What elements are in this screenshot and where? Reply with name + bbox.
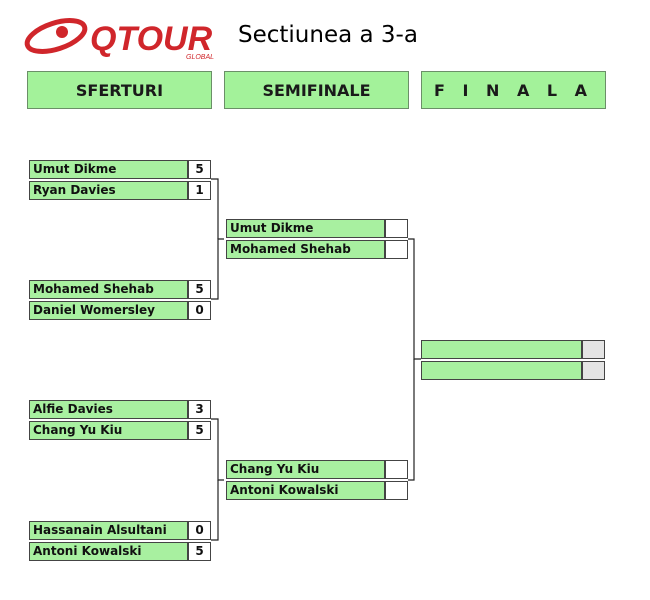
connector-qf2 [211,238,224,300]
qf1-player1-name: Umut Dikme [29,160,188,179]
round-header-semifinals: SEMIFINALE [224,71,409,109]
logo-swoosh-icon [24,18,88,54]
final-player2-score [582,361,605,380]
qf4-player1-score: 0 [188,521,211,540]
qf1-player2-name: Ryan Davies [29,181,188,200]
qf3-player1-score: 3 [188,400,211,419]
logo-brand: QTOUR [90,20,213,58]
qf2-player1-name: Mohamed Shehab [29,280,188,299]
connector-qf4 [211,480,219,541]
section-title: Sectiunea a 3-a [238,22,418,48]
qf2-player1-score: 5 [188,280,211,299]
connector-qf3 [211,418,224,481]
round-header-final: F I N A L A [421,71,606,109]
qf1-player2-score: 1 [188,181,211,200]
qf1-player1-score: 5 [188,160,211,179]
final-player2-name [421,361,582,380]
qtour-logo: QTOUR GLOBAL [24,18,214,61]
sf2-player2-score [385,481,408,500]
connector-qf1 [211,178,219,239]
round-header-quarterfinals: SFERTURI [27,71,212,109]
sf2-player1-score [385,460,408,479]
sf1-player1-score [385,219,408,238]
qf2-player2-name: Daniel Womersley [29,301,188,320]
logo-ball-icon [56,26,68,38]
final-player1-score [582,340,605,359]
qf2-player2-score: 0 [188,301,211,320]
qf4-player2-score: 5 [188,542,211,561]
final-player1-name [421,340,582,359]
logo-sub: GLOBAL [186,54,214,61]
sf1-player1-name: Umut Dikme [226,219,385,238]
qf4-player1-name: Hassanain Alsultani [29,521,188,540]
qf4-player2-name: Antoni Kowalski [29,542,188,561]
connector-sf2 [408,359,415,481]
sf2-player2-name: Antoni Kowalski [226,481,385,500]
sf1-player2-score [385,240,408,259]
connector-sf1 [408,238,421,360]
qf3-player2-name: Chang Yu Kiu [29,421,188,440]
sf1-player2-name: Mohamed Shehab [226,240,385,259]
sf2-player1-name: Chang Yu Kiu [226,460,385,479]
qf3-player2-score: 5 [188,421,211,440]
qf3-player1-name: Alfie Davies [29,400,188,419]
